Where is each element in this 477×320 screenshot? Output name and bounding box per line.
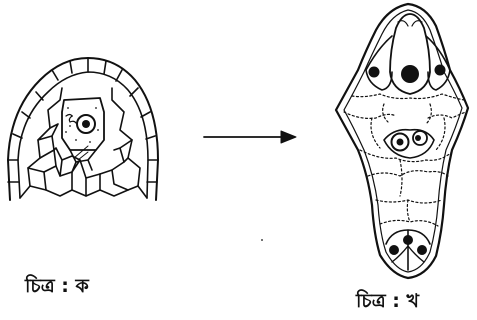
egg-nucleus — [401, 65, 419, 83]
nucleolus — [82, 120, 90, 128]
archesporial-cell — [62, 98, 104, 172]
synergid-right-nucleus — [435, 65, 446, 76]
transition-arrow — [204, 131, 296, 143]
antipodal-nucleus-top — [403, 235, 413, 245]
figure-b-embryo-sac — [336, 4, 468, 278]
stray-dot — [261, 239, 263, 241]
antipodal-nucleus-right — [417, 245, 427, 255]
polar-nucleolus-1 — [397, 139, 404, 146]
antipodal-cells — [386, 230, 430, 270]
cytoplasm-dots — [65, 107, 99, 143]
synergid-left-nucleus — [369, 67, 380, 78]
spiral-mark — [66, 115, 76, 124]
polar-nuclei — [384, 130, 434, 158]
inner-cells — [20, 88, 147, 198]
figure-b-label: চিত্র : খ — [356, 287, 419, 319]
polar-nucleolus-2 — [415, 135, 421, 141]
outer-cell-row — [18, 72, 148, 198]
antipodal-nucleus-left — [389, 245, 399, 255]
nucellus-outline — [8, 58, 158, 200]
figure-a-nucellus — [8, 58, 158, 200]
figure-a-label: চিত্র : ক — [25, 272, 89, 304]
